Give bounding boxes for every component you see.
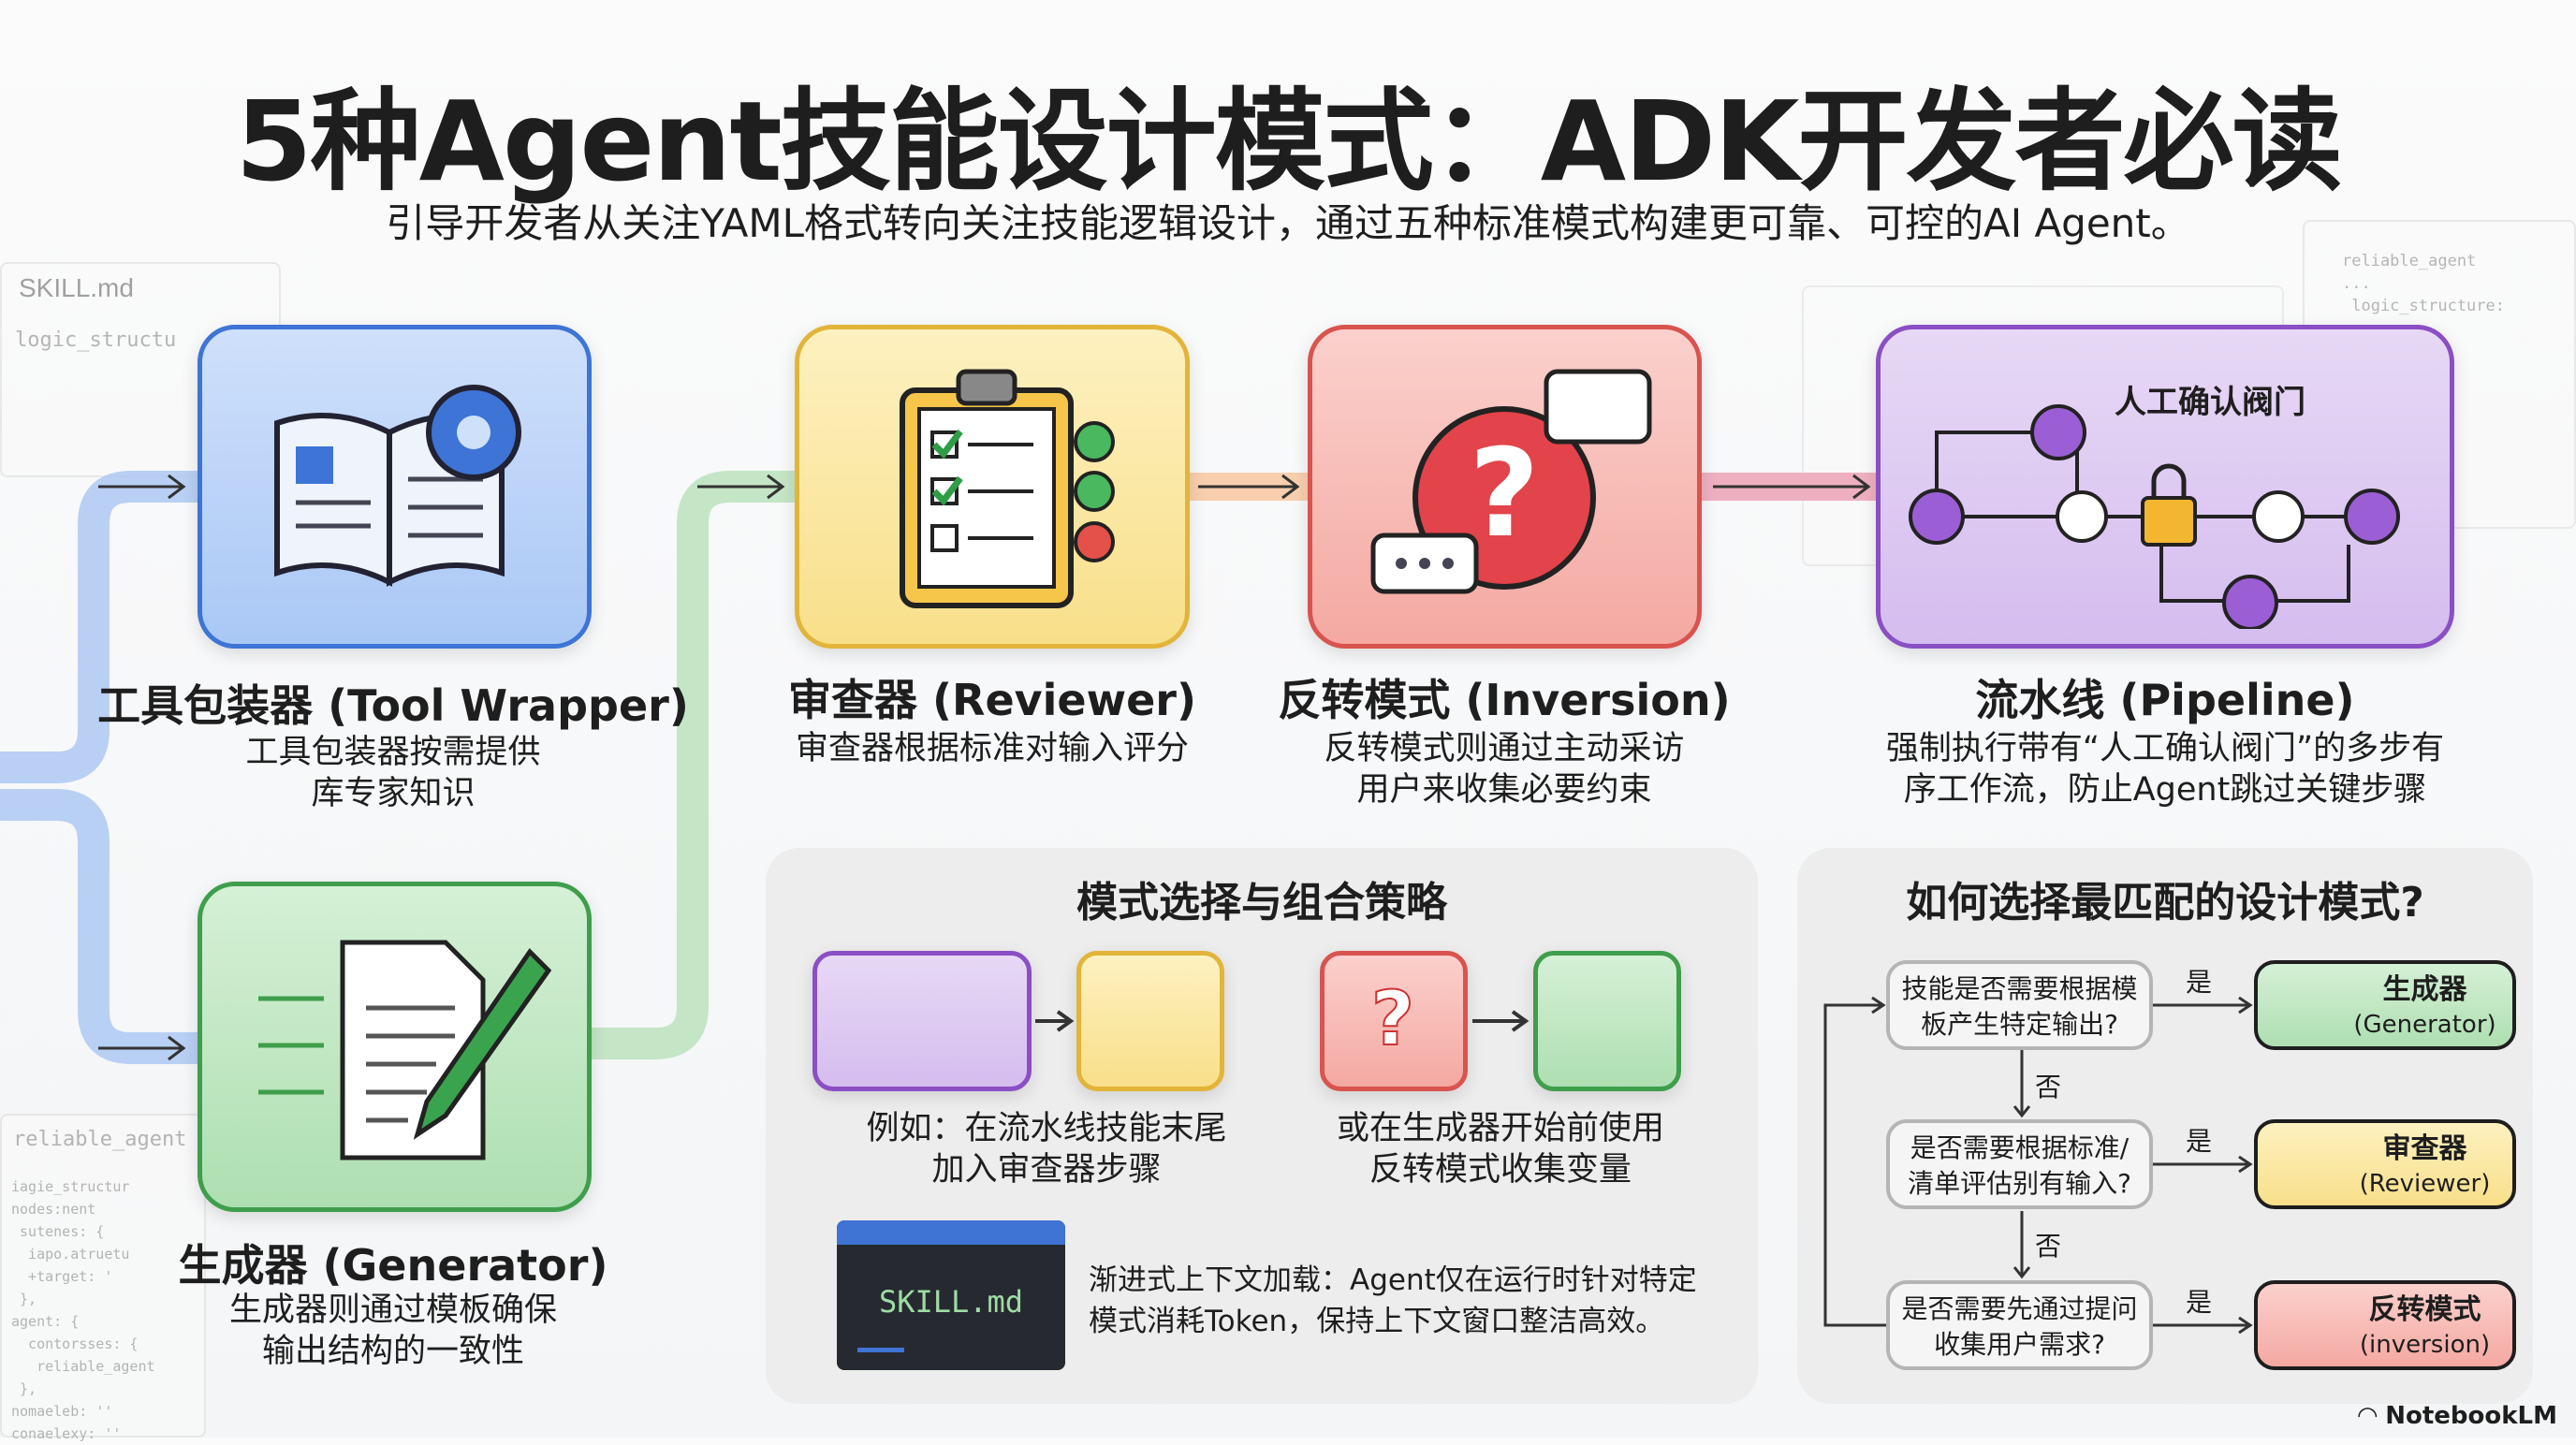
code-lines: ... logic_structure: (2342, 274, 2505, 315)
result-reviewer[interactable]: 审查器 (Reviewer) (2254, 1119, 2516, 1209)
gate-label: 人工确认阀门 (2115, 384, 2305, 421)
logic-label: logic_structu (15, 328, 177, 352)
yes-label: 是 (2186, 1126, 2213, 1157)
clipboard-checklist-icon (900, 369, 1115, 608)
example2-line2: 反转模式收集变量 (1368, 1151, 1632, 1189)
tool-wrapper-card[interactable] (198, 325, 592, 649)
no-label: 否 (2035, 1072, 2062, 1102)
example1-line2: 加入审查器步骤 (931, 1151, 1162, 1189)
question-chat-icon: ? (1370, 369, 1652, 594)
question-3-line2: 收集用户需求? (1934, 1329, 2105, 1360)
notebooklm-brand: ◠ NotebookLM (2358, 1402, 2557, 1430)
question-3: 是否需要先通过提问收集用户需求? (1886, 1280, 2153, 1370)
inversion-desc-2: 用户来收集必要约束 (1356, 771, 1652, 809)
reviewer-desc: 审查器根据标准对输入评分 (795, 730, 1189, 767)
tool-wrapper-desc-2: 库专家知识 (311, 775, 476, 812)
question-2-line2: 清单评估别有输入? (1908, 1168, 2131, 1199)
yes-label: 是 (2186, 1287, 2213, 1318)
generator-desc-2: 输出结构的一致性 (261, 1333, 524, 1370)
result-generator[interactable]: 生成器 (Generator) (2254, 960, 2516, 1050)
result-name: 审查器 (2382, 1132, 2467, 1165)
tool-wrapper-desc-1: 工具包装器按需提供 (245, 734, 541, 771)
document-pen-icon (258, 940, 552, 1160)
generator-desc-1: 生成器则通过模板确保 (228, 1292, 557, 1329)
result-en: (Generator) (2353, 1011, 2496, 1039)
generator-title: 生成器 (Generator) (178, 1240, 608, 1291)
bg-code-window: reliable_agent iagie_structur nodes:nent… (0, 1114, 206, 1442)
progressive-line2: 模式消耗Token，保持上下文窗口整洁高效。 (1089, 1305, 1665, 1338)
pipeline-desc-1: 强制执行带有“人工确认阀门”的多步有 (1885, 730, 2445, 767)
arrow-icon: ? (1035, 974, 1530, 1063)
page-title: 5种Agent技能设计模式：ADK开发者必读 (235, 77, 2342, 206)
example2-line1: 或在生成器开始前使用 (1336, 1110, 1664, 1147)
question-3-line1: 是否需要先通过提问 (1901, 1293, 2138, 1324)
mini-generator-card (1533, 951, 1681, 1091)
skill-md-label: SKILL.md (19, 273, 134, 302)
mini-pipeline-card (812, 951, 1032, 1091)
question-2: 是否需要根据标准/清单评估别有输入? (1886, 1119, 2153, 1209)
notebooklm-logo-icon: ◠ (2358, 1402, 2386, 1430)
pipeline-desc-2: 序工作流，防止Agent跳过关键步骤 (1903, 771, 2427, 809)
yes-label: 是 (2186, 967, 2213, 998)
mini-inversion-card (1320, 951, 1468, 1091)
strategy-title: 模式选择与组合策略 (1076, 879, 1447, 927)
brand-text: NotebookLM (2385, 1402, 2557, 1430)
reviewer-title: 审查器 (Reviewer) (787, 675, 1196, 725)
result-en: (inversion) (2359, 1331, 2491, 1359)
book-gear-icon (274, 385, 521, 587)
example1-line1: 例如：在流水线技能末尾 (866, 1110, 1227, 1147)
pipeline-card[interactable]: 人工确认阀门 (1876, 325, 2454, 649)
skill-md-filename: SKILL.md (878, 1284, 1024, 1320)
result-name: 生成器 (2382, 973, 2467, 1006)
tool-wrapper-title: 工具包装器 (Tool Wrapper) (97, 680, 689, 731)
question-1-line1: 技能是否需要根据模 (1901, 973, 2138, 1004)
pipeline-flow-icon (1909, 404, 2400, 629)
inversion-card[interactable]: ? (1308, 325, 1702, 649)
generator-card[interactable] (198, 882, 592, 1212)
inversion-desc-1: 反转模式则通过主动采访 (1324, 730, 1685, 767)
question-2-line1: 是否需要根据标准/ (1910, 1132, 2130, 1163)
question-1-line2: 板产生特定输出? (1921, 1009, 2118, 1040)
no-label: 否 (2035, 1231, 2062, 1262)
svg-text:?: ? (1469, 422, 1539, 564)
mini-reviewer-card (1076, 951, 1224, 1091)
svg-text:?: ? (1371, 975, 1414, 1062)
question-1: 技能是否需要根据模板产生特定输出? (1886, 960, 2153, 1050)
strategy-panel: 模式选择与组合策略 ? 例如：在流水线技能末尾 加入审查器步骤 或在生成器开始前… (766, 848, 1758, 1404)
decision-arrows (1823, 996, 2253, 1335)
code-lines: iagie_structur nodes:nent sutenes: { iap… (11, 1178, 155, 1442)
reliable-agent-label: reliable_agent (13, 1128, 187, 1151)
decision-panel: 如何选择最匹配的设计模式? 技能是否需要根据模板产生特定输出? 是否需要根据标准… (1797, 848, 2533, 1404)
result-en: (Reviewer) (2359, 1170, 2491, 1198)
reliable-agent-label: reliable_agent (2342, 252, 2477, 270)
result-inversion[interactable]: 反转模式 (inversion) (2254, 1280, 2516, 1370)
pipeline-title: 流水线 (Pipeline) (1975, 675, 2355, 725)
result-name: 反转模式 (2368, 1293, 2481, 1326)
inversion-title: 反转模式 (Inversion) (1278, 675, 1731, 725)
skill-md-window: SKILL.md (837, 1220, 1065, 1370)
page-subtitle: 引导开发者从关注YAML格式转向关注技能逻辑设计，通过五种标准模式构建更可靠、可… (386, 200, 2190, 246)
reviewer-card[interactable] (795, 325, 1190, 649)
progressive-line1: 渐进式上下文加载：Agent仅在运行时针对特定 (1089, 1263, 1697, 1297)
decision-title: 如何选择最匹配的设计模式? (1906, 879, 2424, 927)
